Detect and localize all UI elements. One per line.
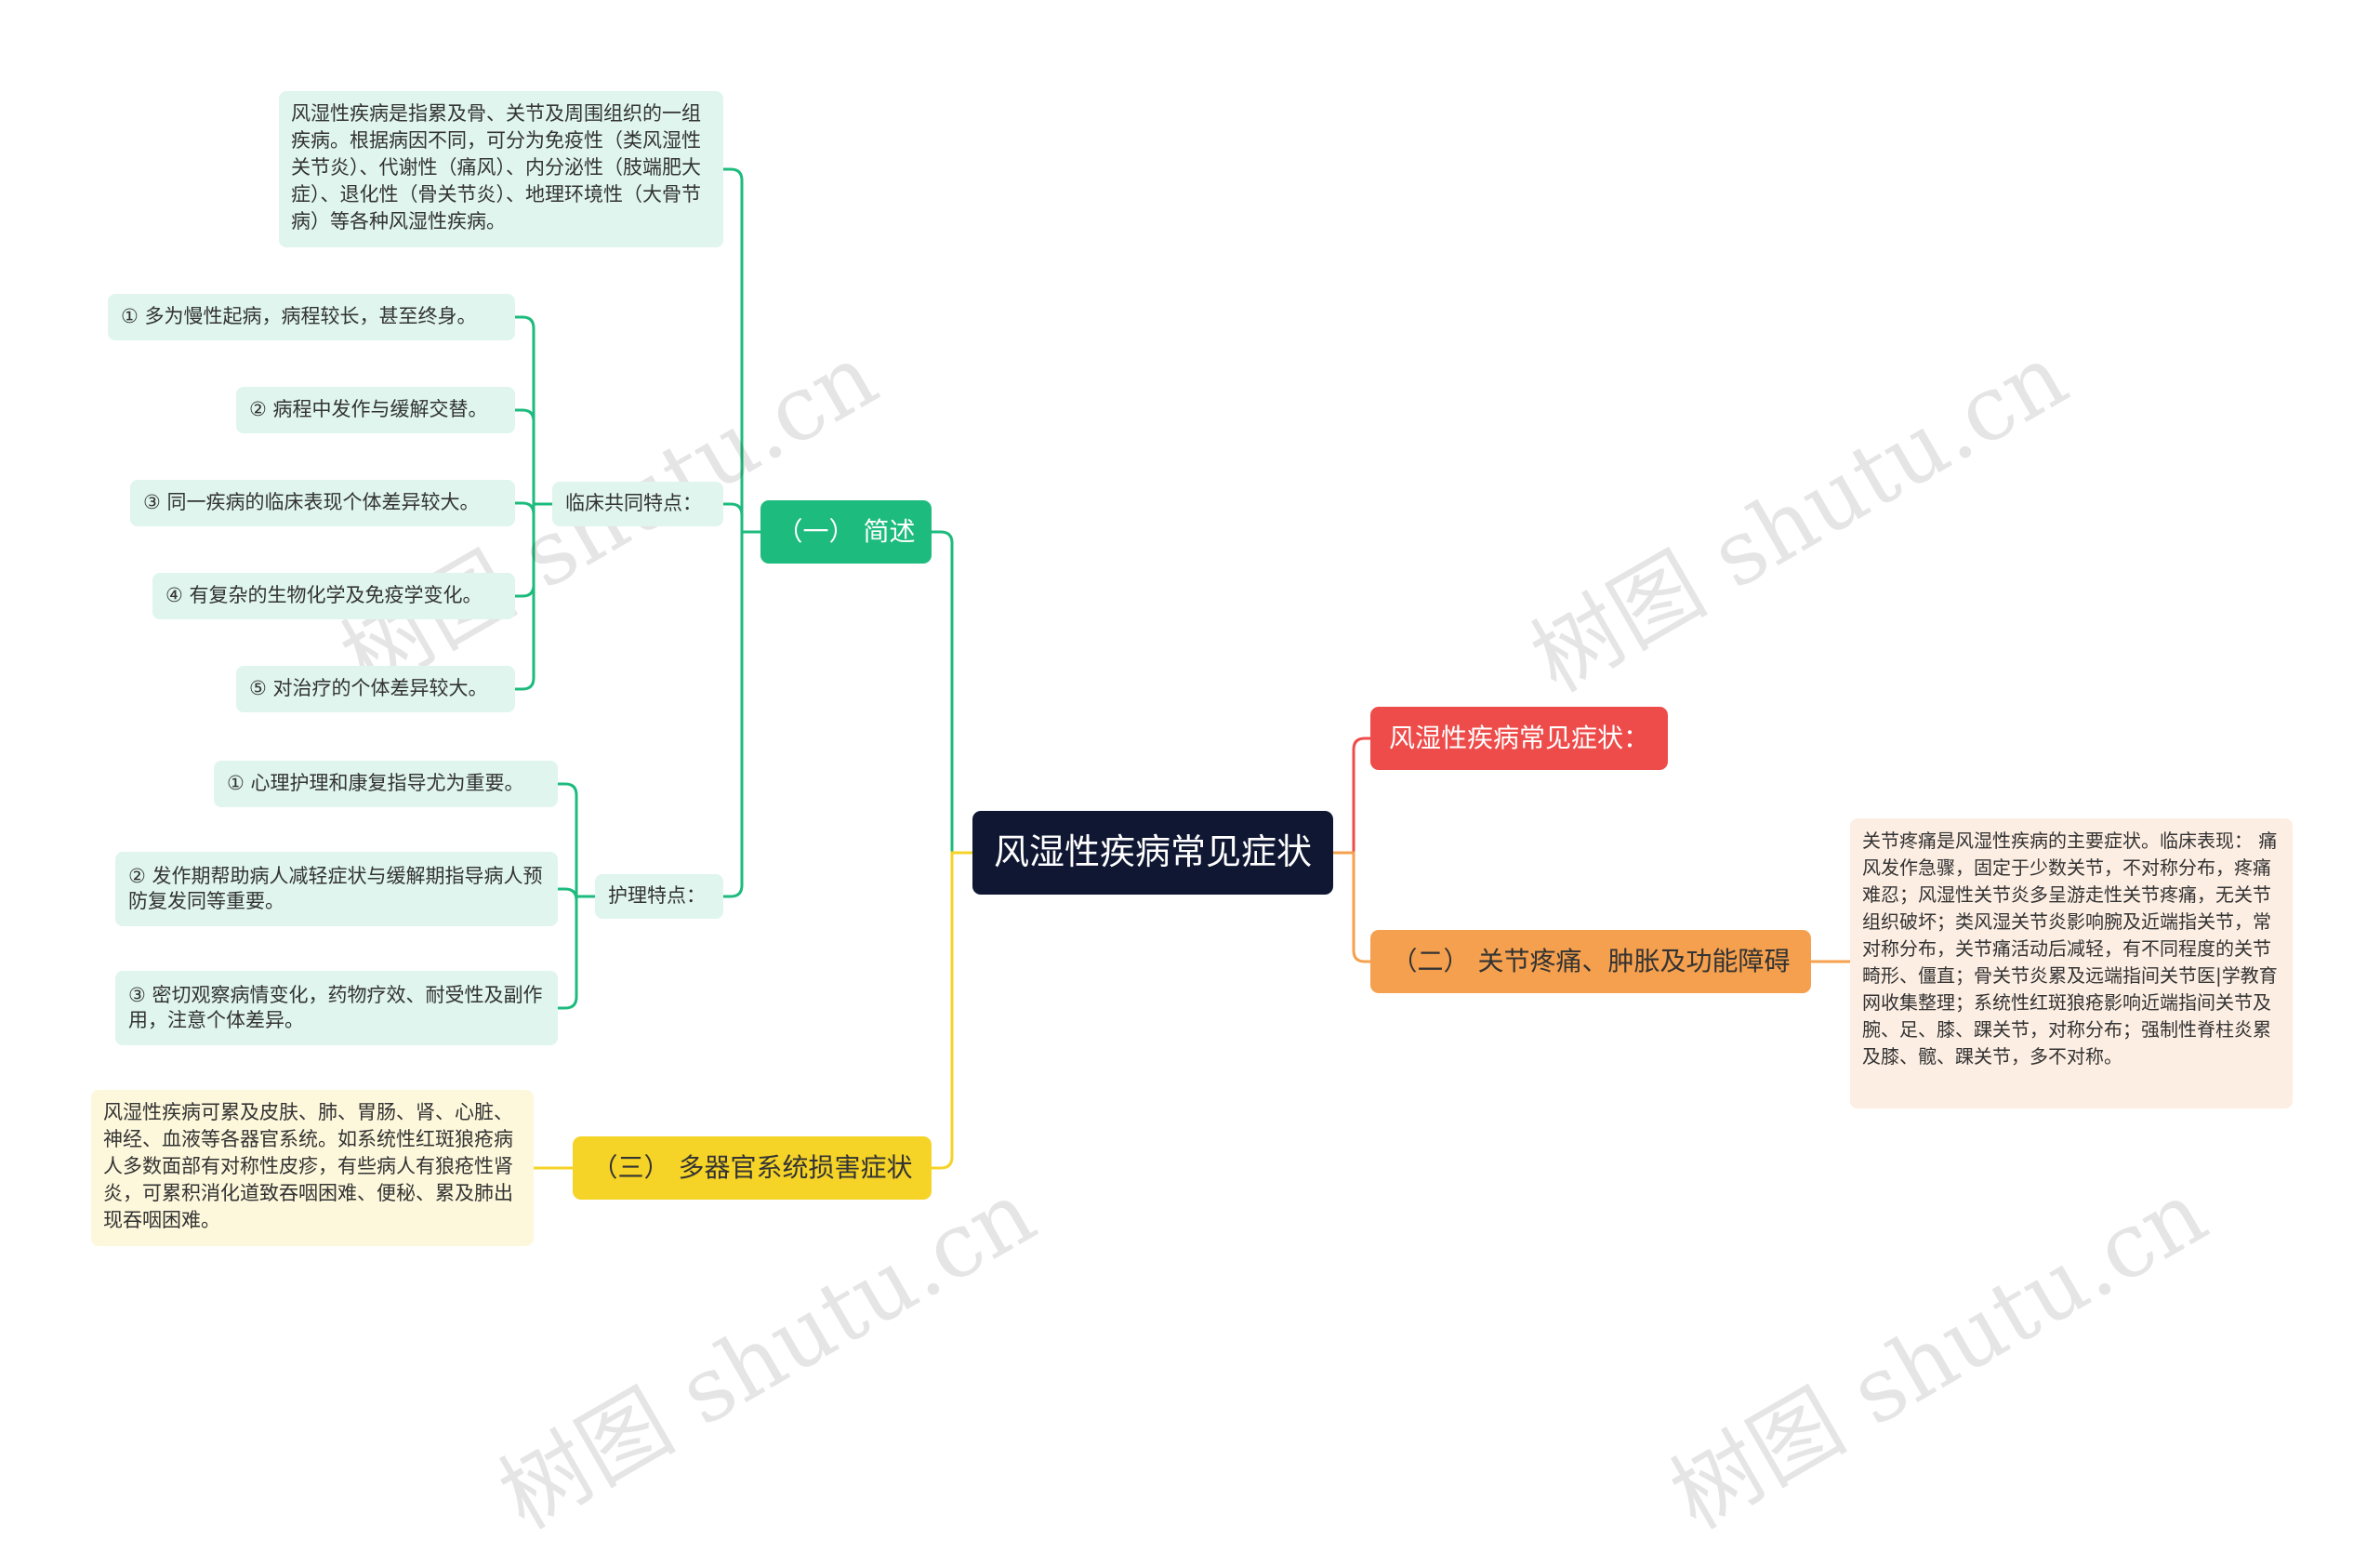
root-topic[interactable]: 风湿性疾病常见症状 <box>972 811 1333 895</box>
link-overview-nursing <box>723 530 760 898</box>
link-root-multi-organ <box>932 851 972 1170</box>
nursing-feature-item[interactable]: ① 心理护理和康复指导尤为重要。 <box>214 761 558 807</box>
clinical-feature-item[interactable]: ④ 有复杂的生物化学及免疫学变化。 <box>152 573 515 619</box>
clinical-feature-item[interactable]: ⑤ 对治疗的个体差异较大。 <box>236 666 515 712</box>
nursing-feature-item[interactable]: ③ 密切观察病情变化，药物疗效、耐受性及副作用，注意个体差异。 <box>115 971 558 1045</box>
link-overview-definition <box>723 167 760 534</box>
link-root-joint <box>1333 851 1370 963</box>
mind-map: 树图 shutu.cn 树图 shutu.cn 树图 shutu.cn 树图 s… <box>91 91 2293 1549</box>
clinical-feature-item[interactable]: ③ 同一疾病的临床表现个体差异较大。 <box>130 480 515 526</box>
link-clinical-item <box>515 502 552 691</box>
branch-common-symptoms[interactable]: 风湿性疾病常见症状： <box>1370 707 1668 770</box>
overview-definition[interactable]: 风湿性疾病是指累及骨、关节及周围组织的一组疾病。根据病因不同，可分为免疫性（类风… <box>279 91 723 247</box>
clinical-feature-item[interactable]: ② 病程中发作与缓解交替。 <box>236 387 515 433</box>
branch-joint-symptoms[interactable]: （二） 关节疼痛、肿胀及功能障碍 <box>1370 930 1811 993</box>
link-nursing-item <box>558 895 595 1010</box>
connector-lines <box>515 167 1850 1170</box>
link-clinical-item <box>515 408 552 506</box>
link-root-overview <box>932 530 972 855</box>
branch-multi-organ[interactable]: （三） 多器官系统损害症状 <box>573 1136 932 1200</box>
joint-symptoms-description[interactable]: 关节疼痛是风湿性疾病的主要症状。临床表现： 痛风发作急骤，固定于少数关节，不对称… <box>1850 818 2293 1108</box>
clinical-feature-item[interactable]: ① 多为慢性起病，病程较长，甚至终身。 <box>108 294 515 340</box>
link-root-common-symptoms <box>1333 737 1370 855</box>
nursing-feature-item[interactable]: ② 发作期帮助病人减轻症状与缓解期指导病人预防复发同等重要。 <box>115 852 558 926</box>
multi-organ-description[interactable]: 风湿性疾病可累及皮肤、肺、胃肠、肾、心脏、神经、血液等各器官系统。如系统性红斑狼… <box>91 1090 534 1246</box>
link-nursing-item <box>558 782 595 898</box>
nursing-features-label[interactable]: 护理特点： <box>595 874 723 919</box>
link-clinical-item <box>515 315 552 506</box>
link-overview-clinical <box>723 502 760 534</box>
branch-overview[interactable]: （一） 简述 <box>760 500 932 564</box>
clinical-features-label[interactable]: 临床共同特点： <box>552 482 723 526</box>
